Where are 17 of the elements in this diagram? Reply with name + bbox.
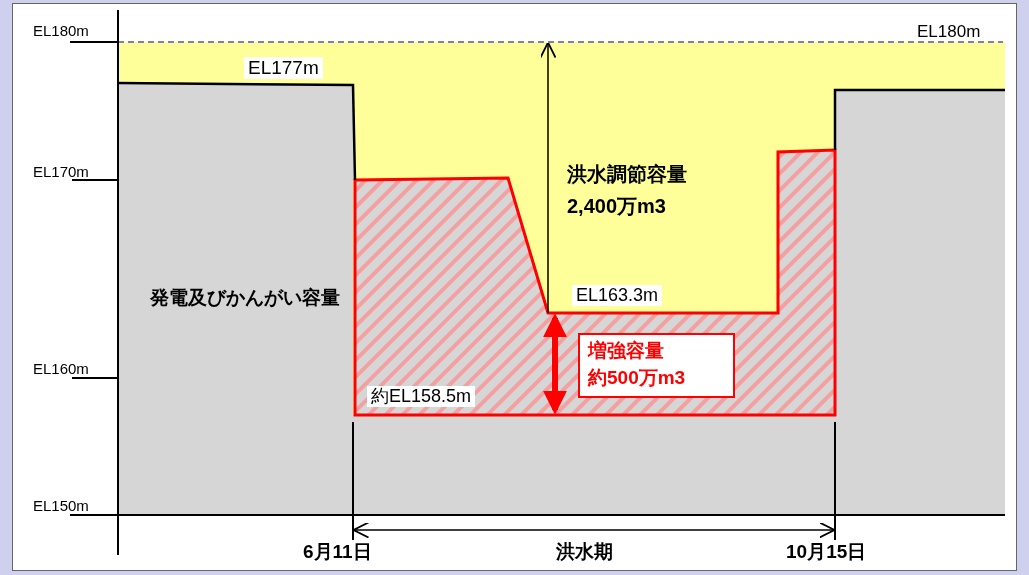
callout-text: 増強容量	[588, 339, 665, 363]
period-label: 洪水期	[556, 541, 613, 563]
elevation-tick-label: EL150m	[33, 497, 89, 515]
callout-box	[578, 333, 735, 398]
elevation-label: EL163.3m	[572, 285, 663, 306]
capacity-label: 発電及びかんがい容量	[150, 287, 340, 309]
elevation-label: 約EL158.5m	[367, 386, 476, 407]
elevation-tick-label: EL160m	[33, 360, 89, 378]
date-label: 6月11日	[303, 541, 372, 563]
elevation-label: EL177m	[244, 57, 323, 79]
callout-text: 約500万m3	[588, 365, 687, 390]
elevation-tick-label: EL180m	[33, 22, 89, 40]
capacity-label: 洪水調節容量	[567, 163, 687, 186]
date-label: 10月15日	[786, 541, 867, 563]
capacity-value: 2,400万m3	[567, 195, 666, 218]
elevation-label: EL180m	[917, 22, 981, 42]
elevation-tick-label: EL170m	[33, 163, 89, 181]
